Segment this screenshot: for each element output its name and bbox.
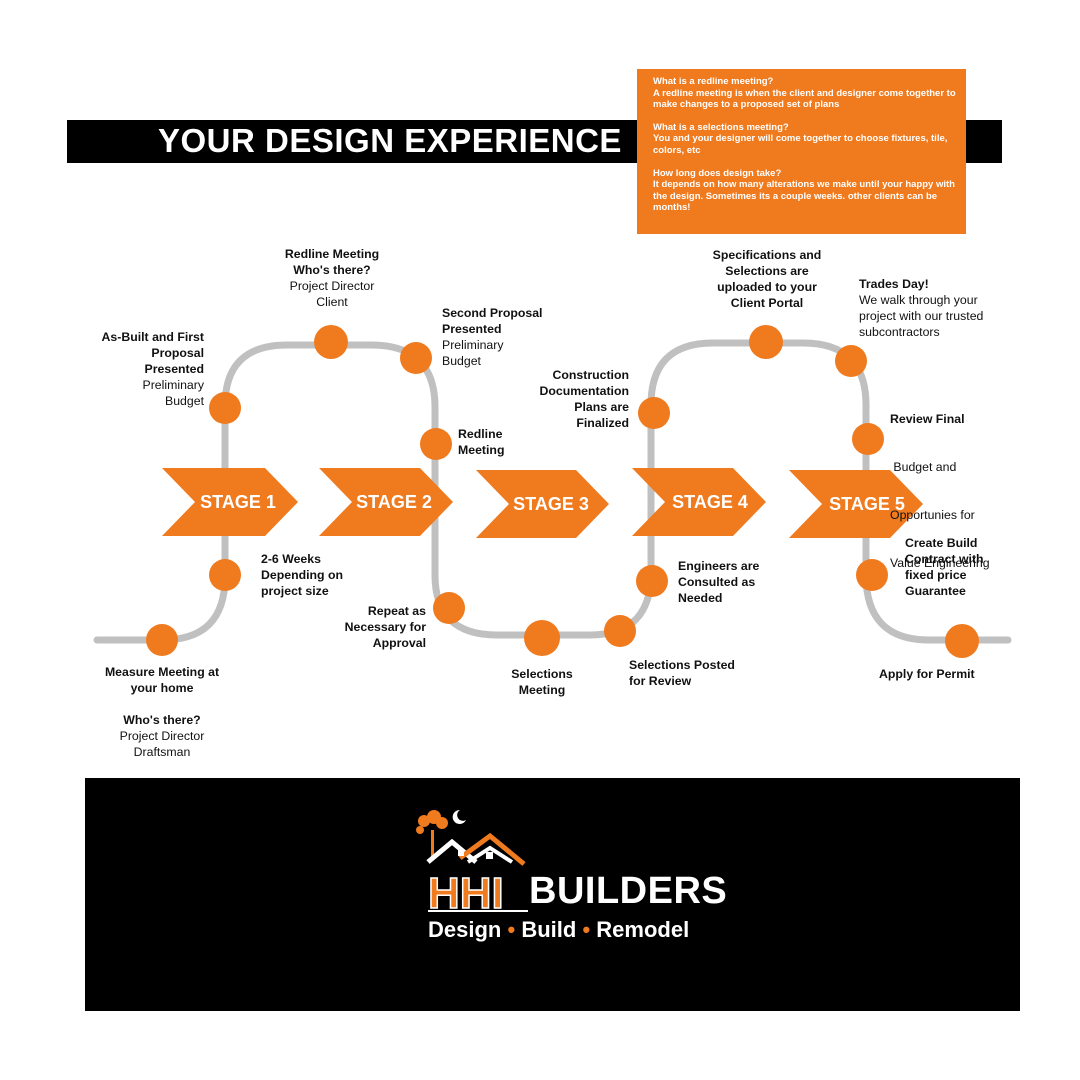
milestone-title: Review Final [890,412,965,426]
faq-answer: A redline meeting is when the client and… [653,87,956,111]
tagline-separator: • [507,917,516,942]
milestone-engineers: Engineers are Consulted as Needed [678,558,768,606]
person: Draftsman [133,745,191,759]
person: Project Director [119,729,205,743]
stage-4-arrow: STAGE 4 [632,468,766,536]
milestone-dot-permit [945,624,979,658]
faq-answer: You and your designer will come together… [653,133,948,156]
milestone-dot-posted [604,615,636,647]
milestone-dot-review [852,423,884,455]
milestone-redline2: Redline Meeting [458,426,518,458]
milestone-dot-asbuilt [209,392,241,424]
milestone-detail: subcontractors [859,325,940,339]
milestone-dot-construction [638,397,670,429]
milestone-title: Measure Meeting at your home [104,665,220,695]
milestone-selections: Selections Meeting [502,666,582,698]
milestone-dot-engineers [636,565,668,597]
milestone-dot-trades [835,345,867,377]
milestone-dot-weeks [209,559,241,591]
milestone-detail: Opportunies for [890,508,975,522]
milestone-title: Selections Posted for Review [629,658,735,688]
whos-there-label: Who's there? [293,263,371,277]
milestone-redline1: Redline Meeting Who's there? Project Dir… [272,246,392,310]
milestone-review: Review Final Budget and Opportunies for … [890,379,1020,587]
faq-item: What is a selections meeting? You and yo… [653,122,956,157]
logo-tagline: Design • Build • Remodel [428,917,689,943]
faq-box: What is a redline meeting? A redline mee… [637,69,966,234]
milestone-title: Specifications and Selections are upload… [712,248,822,310]
milestone-title: Redline Meeting [284,247,380,261]
milestone-title: As-Built and First Proposal Presented [101,330,204,376]
process-diagram: STAGE 1 STAGE 2 STAGE 3 STAGE 4 STAGE 5 [93,325,1012,658]
milestone-title: Redline Meeting [458,427,505,457]
milestone-title: Repeat as Necessary for Approval [344,604,426,650]
milestone-dot-repeat [433,592,465,624]
stage-label: STAGE 3 [513,494,589,514]
stage-2-arrow: STAGE 2 [319,468,453,536]
milestone-detail: Budget [442,354,481,368]
milestone-title: Trades Day! [859,277,929,291]
milestone-second: Second Proposal Presented Preliminary Bu… [442,305,547,369]
milestone-title: Selections Meeting [511,667,573,697]
milestone-title: Second Proposal Presented [442,306,543,336]
milestone-title: Create Build Contract with fixed price G… [905,536,984,598]
milestone-dot-contract [856,559,888,591]
faq-question: How long does design take? [653,167,782,179]
milestone-permit: Apply for Permit [879,666,999,682]
milestone-repeat: Repeat as Necessary for Approval [336,603,426,651]
person: Client [316,295,348,309]
stage-5-arrow: STAGE 5 [789,470,923,538]
stage-3-arrow: STAGE 3 [476,470,609,538]
person: Project Director [289,279,375,293]
milestone-dot-redline1 [314,325,348,359]
milestone-detail: Preliminary [142,378,205,392]
milestone-measure: Measure Meeting at your home Who's there… [102,664,222,760]
stage-label: STAGE 1 [200,492,276,512]
milestone-detail: Budget and [890,460,957,474]
tagline-word: Remodel [596,917,690,942]
tagline-word: Design [428,917,502,942]
milestone-trades: Trades Day! We walk through your project… [859,276,1009,340]
faq-answer: It depends on how many alterations we ma… [653,179,955,214]
faq-item: How long does design take? It depends on… [653,168,956,214]
stage-label: STAGE 4 [672,492,748,512]
logo-letters: HHI [428,869,504,914]
milestone-specs: Specifications and Selections are upload… [706,247,828,311]
faq-question: What is a selections meeting? [653,121,789,133]
moon-icon [452,809,466,824]
milestone-dot-second [400,342,432,374]
milestone-dot-measure [146,624,178,656]
company-logo: HHI [416,809,528,914]
tagline-word: Build [521,917,577,942]
milestone-asbuilt: As-Built and First Proposal Presented Pr… [96,329,204,409]
page-title: YOUR DESIGN EXPERIENCE [158,122,622,159]
tagline-separator: • [582,917,591,942]
milestone-weeks: 2-6 Weeks Depending on project size [261,551,361,599]
footer-banner [85,778,1020,1011]
milestone-title: Engineers are Consulted as Needed [678,559,760,605]
milestone-title: Construction Documentation Plans are Fin… [539,368,630,430]
milestone-dot-specs [749,325,783,359]
tree-icon [416,810,448,858]
milestone-detail: Value Engineering [890,556,990,570]
whos-there-label: Who's there? [123,713,201,727]
milestone-detail: Budget [165,394,204,408]
stage-label: STAGE 2 [356,492,432,512]
milestone-detail: We walk through your [859,293,978,307]
milestone-dot-redline2 [420,428,452,460]
milestone-detail: Preliminary [442,338,504,352]
milestone-detail: project with our trusted [859,309,984,323]
milestone-title: Apply for Permit [879,667,975,681]
faq-item: What is a redline meeting? A redline mee… [653,76,956,111]
house-icon [426,832,526,866]
milestone-construction: Construction Documentation Plans are Fin… [529,367,630,431]
stage-1-arrow: STAGE 1 [162,468,298,536]
milestone-dot-selections [524,620,560,656]
milestone-posted: Selections Posted for Review [629,657,744,689]
faq-question: What is a redline meeting? [653,76,774,87]
milestone-contract: Create Build Contract with fixed price G… [905,535,1000,599]
milestone-title: 2-6 Weeks Depending on project size [261,552,343,598]
stage-label: STAGE 5 [829,494,905,514]
logo-name: BUILDERS [529,870,728,912]
